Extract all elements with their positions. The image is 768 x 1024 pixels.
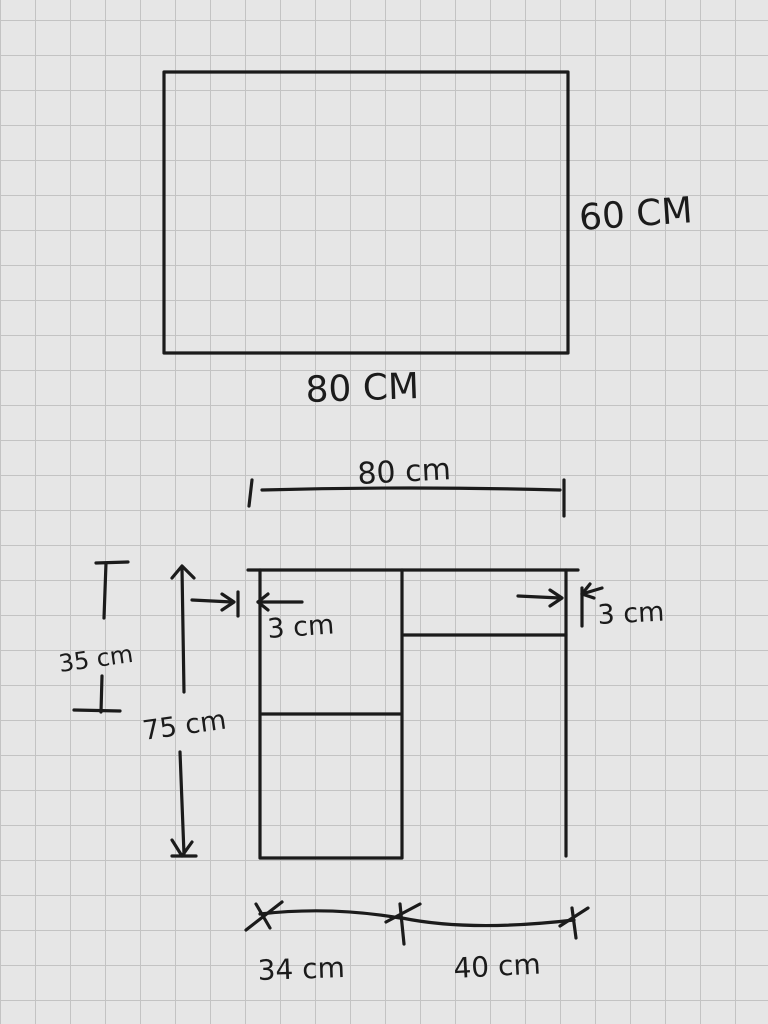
height-line-upper [180, 566, 186, 694]
left-inset-label: 3 cm [266, 609, 335, 645]
right-inset-label: 3 cm [597, 597, 665, 631]
width-dimension: 80 cm [247, 452, 566, 518]
right-inset-annotation: 3 cm [516, 582, 665, 631]
right-inset-arrowhead-in [548, 588, 564, 608]
section-cross-right-b [570, 906, 578, 940]
drawer-height-label: 35 cm [57, 640, 135, 678]
left-inset-annotation: 3 cm [190, 590, 335, 645]
height-dimension: 75 cm [141, 564, 229, 858]
front-view: 80 cm 3 cm 3 cm [57, 452, 665, 987]
drawer-height-dimension: 35 cm [57, 560, 135, 714]
drawer-height-tick-bottom [72, 708, 122, 713]
left-section-label: 34 cm [257, 951, 345, 987]
desk-front-outline [246, 568, 580, 860]
top-depth-label: 60 CM [578, 190, 694, 239]
right-section-label: 40 cm [453, 947, 542, 985]
drawer-height-line-upper [102, 561, 108, 620]
left-inset-arrowhead-in [220, 592, 236, 612]
desktop-top-rectangle [162, 70, 570, 355]
drawer-height-tick-top [94, 560, 130, 565]
section-cross-left-b [254, 902, 272, 930]
width-dimension-line [260, 486, 562, 492]
right-inset-arrow-in [516, 594, 562, 600]
width-dimension-tick-left [247, 478, 254, 508]
top-width-label: 80 CM [305, 366, 420, 411]
left-inset-arrowhead-out [256, 592, 270, 612]
top-view: 60 CM 80 CM [162, 70, 694, 411]
left-inset-arrow-in [190, 598, 234, 604]
height-label: 75 cm [141, 705, 229, 747]
section-cross-mid-a [384, 902, 422, 924]
drawer-height-line-lower [99, 674, 104, 714]
front-width-label: 80 cm [357, 452, 452, 492]
right-inset-arrowhead-out [580, 582, 596, 600]
section-line-right [400, 916, 576, 928]
section-cross-mid-b [398, 902, 406, 946]
right-inset-arrow-out [580, 586, 604, 596]
height-line-lower [178, 750, 186, 856]
left-cabinet [258, 568, 404, 860]
section-line-left [258, 909, 402, 920]
section-dimensions: 34 cm 40 cm [244, 900, 590, 987]
height-arrowhead-top [170, 564, 196, 580]
